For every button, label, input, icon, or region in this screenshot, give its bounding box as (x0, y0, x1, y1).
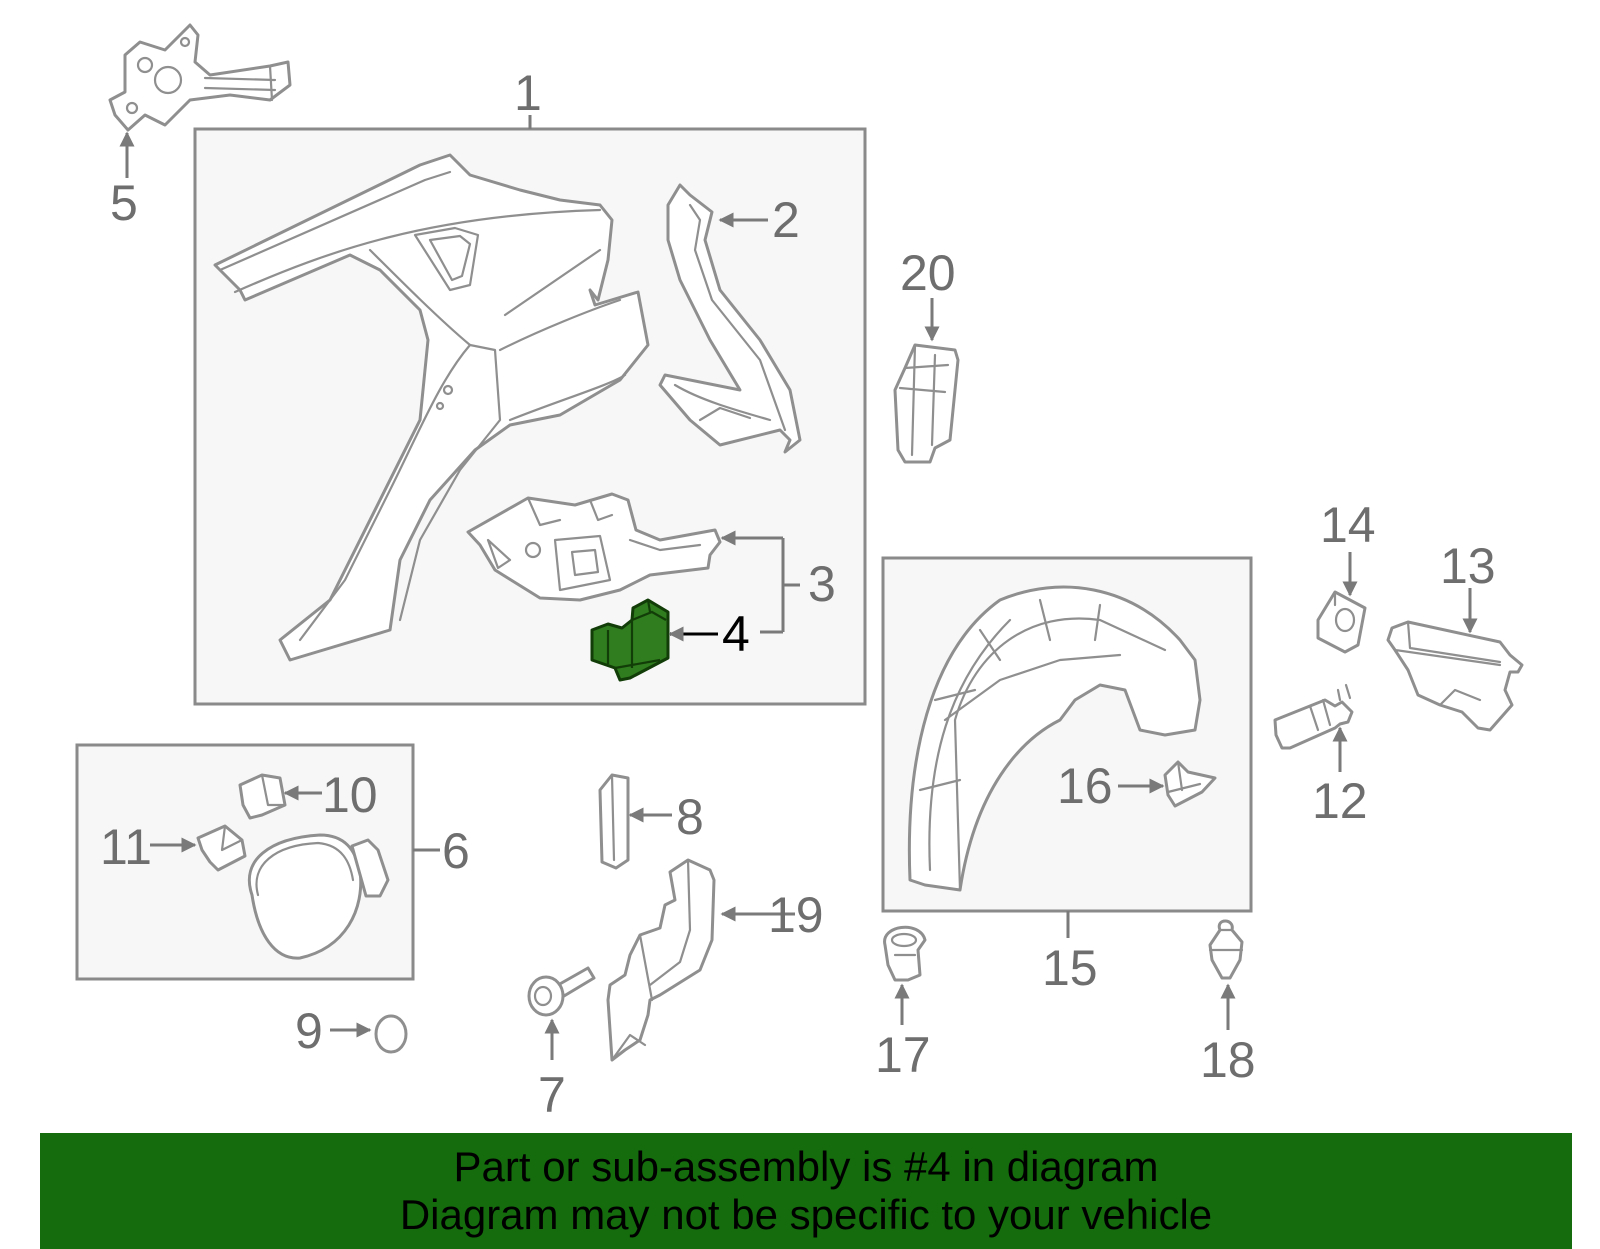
callout-19[interactable]: 19 (768, 887, 824, 943)
callout-7[interactable]: 7 (538, 1067, 566, 1123)
part-19-bracket[interactable] (606, 858, 716, 1062)
leader-3-bracket (781, 538, 800, 632)
callout-2[interactable]: 2 (772, 192, 800, 248)
callout-16[interactable]: 16 (1057, 758, 1113, 814)
callout-20[interactable]: 20 (900, 245, 956, 301)
banner-line-1: Part or sub-assembly is #4 in diagram (453, 1143, 1159, 1190)
part-3-extension[interactable] (466, 492, 722, 602)
callout-14[interactable]: 14 (1320, 497, 1376, 553)
part-14-grommet[interactable] (1316, 590, 1367, 654)
part-4-bracket-highlighted[interactable] (590, 598, 670, 682)
callout-11[interactable]: 11 (100, 819, 152, 875)
callout-1[interactable]: 1 (514, 65, 542, 121)
callout-12[interactable]: 12 (1312, 773, 1368, 829)
part-11-cap[interactable] (196, 824, 247, 872)
callout-6[interactable]: 6 (442, 823, 470, 879)
part-8-pad[interactable] (598, 773, 630, 870)
part-20-vent[interactable] (893, 343, 960, 464)
part-2-reinforcement[interactable] (658, 183, 802, 454)
part-6-fuel-door[interactable] (247, 833, 390, 960)
callout-3[interactable]: 3 (808, 556, 836, 612)
leader-lines (119, 115, 1478, 1060)
part-17-pin[interactable] (883, 925, 927, 982)
part-1-quarter-panel[interactable] (213, 153, 650, 662)
callout-4[interactable]: 4 (722, 606, 750, 662)
callout-13[interactable]: 13 (1440, 538, 1496, 594)
part-16-clip[interactable] (1163, 760, 1217, 808)
banner-line-2: Diagram may not be specific to your vehi… (399, 1191, 1213, 1238)
info-banner: Part or sub-assembly is #4 in diagram Di… (40, 1133, 1572, 1249)
part-5-bracket[interactable] (108, 23, 292, 132)
part-18-pin[interactable] (1208, 919, 1244, 980)
callout-15[interactable]: 15 (1042, 940, 1098, 996)
callout-8[interactable]: 8 (676, 789, 704, 845)
callout-10[interactable]: 10 (322, 767, 378, 823)
callout-labels: 1 2 3 4 5 6 7 8 9 10 11 12 13 14 15 16 1… (100, 65, 1496, 1123)
callout-18[interactable]: 18 (1200, 1032, 1256, 1088)
parts-diagram: 1 2 3 4 5 6 7 8 9 10 11 12 13 14 15 16 1… (75, 23, 1524, 1123)
part-9-o-ring[interactable] (374, 1014, 408, 1054)
part-13-actuator[interactable] (1386, 620, 1524, 732)
callout-5[interactable]: 5 (110, 175, 138, 231)
callout-17[interactable]: 17 (875, 1027, 931, 1083)
callout-9[interactable]: 9 (295, 1003, 323, 1059)
part-10-cap[interactable] (238, 773, 287, 820)
part-12-socket[interactable] (1273, 683, 1354, 750)
part-7-bolt[interactable] (527, 966, 596, 1017)
part-15-wheel-liner[interactable] (907, 585, 1202, 892)
